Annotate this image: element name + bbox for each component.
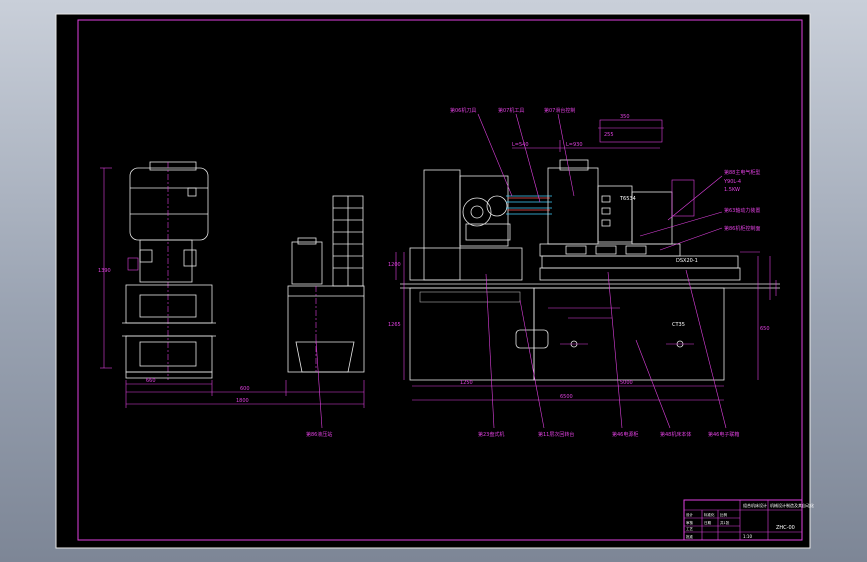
dim-text: 660 bbox=[146, 378, 156, 384]
title-cell: 标准化 bbox=[704, 512, 715, 517]
callout-label: 第48机床本体 bbox=[660, 431, 691, 438]
title-block-text: 组合机床设计 机械设计制造及其自动化 ZHC-00 1:10 设计 审核 工艺 … bbox=[686, 502, 814, 539]
title-project: 组合机床设计 bbox=[743, 502, 767, 508]
dim-text: 6500 bbox=[560, 394, 573, 400]
spec-line: Y90L-4 bbox=[723, 179, 741, 185]
dim-text: 1390 bbox=[98, 268, 111, 274]
dim-text: 255 bbox=[604, 132, 614, 138]
callout-leaders bbox=[315, 113, 727, 429]
callout-label: 第46电子联箱 bbox=[708, 431, 739, 438]
dim-text: 600 bbox=[240, 386, 250, 392]
title-cell: 批准 bbox=[686, 534, 694, 539]
callout-label: 第86机柜控制面 bbox=[724, 225, 760, 232]
title-drawing-no: ZHC-00 bbox=[776, 525, 795, 531]
front-view bbox=[395, 119, 780, 401]
drawing-sheet bbox=[55, 13, 811, 549]
title-company: 机械设计制造及其自动化 bbox=[770, 502, 814, 508]
title-cell: 比例 bbox=[720, 512, 728, 517]
callout-label: 第88主电气柜型 bbox=[724, 169, 760, 176]
callout-label: 第07滑台控制 bbox=[544, 107, 575, 114]
dim-text: 1200 bbox=[388, 262, 401, 268]
callout-label: 第23盘式机 bbox=[478, 431, 504, 438]
title-scale: 1:10 bbox=[743, 534, 752, 539]
dim-text: 350 bbox=[620, 114, 630, 120]
callout-label: 第63轴动力装置 bbox=[724, 207, 760, 214]
title-cell: 共1张 bbox=[720, 520, 730, 525]
side-view bbox=[100, 161, 365, 408]
callout-labels: 第86液压站 第23盘式机 第11层次回转台 第46电源柜 第48机床本体 第4… bbox=[306, 107, 760, 438]
drawing-border bbox=[77, 19, 803, 541]
callout-label: 第07机工具 bbox=[498, 107, 524, 114]
title-cell: 工艺 bbox=[686, 526, 694, 531]
dim-text: L=540 bbox=[512, 142, 529, 148]
dimension-labels: 350 255 L=540 L=930 1390 1200 1265 660 6… bbox=[98, 114, 770, 404]
spec-line: 1.5KW bbox=[724, 187, 740, 193]
code-label: CT35 bbox=[672, 322, 685, 328]
dim-text: 1250 bbox=[460, 380, 473, 386]
dim-text: L=930 bbox=[566, 142, 583, 148]
title-cell: 设计 bbox=[686, 512, 694, 517]
dim-text: 5000 bbox=[620, 380, 633, 386]
machine-label: T6534 bbox=[619, 196, 636, 202]
dim-text: 1265 bbox=[388, 322, 401, 328]
title-block bbox=[683, 499, 803, 541]
base-label: DSX20-1 bbox=[676, 258, 698, 264]
title-cell: 审核 bbox=[686, 520, 694, 525]
dim-text: 650 bbox=[760, 326, 770, 332]
dim-text: 1800 bbox=[236, 398, 249, 404]
hydraulic-station bbox=[287, 195, 365, 373]
callout-label: 第06机刀具 bbox=[450, 107, 476, 114]
callout-label: 第46电源柜 bbox=[612, 431, 638, 438]
title-cell: 日期 bbox=[704, 520, 712, 525]
callout-label: 第11层次回转台 bbox=[538, 431, 574, 438]
callout-label: 第86液压站 bbox=[306, 431, 332, 438]
